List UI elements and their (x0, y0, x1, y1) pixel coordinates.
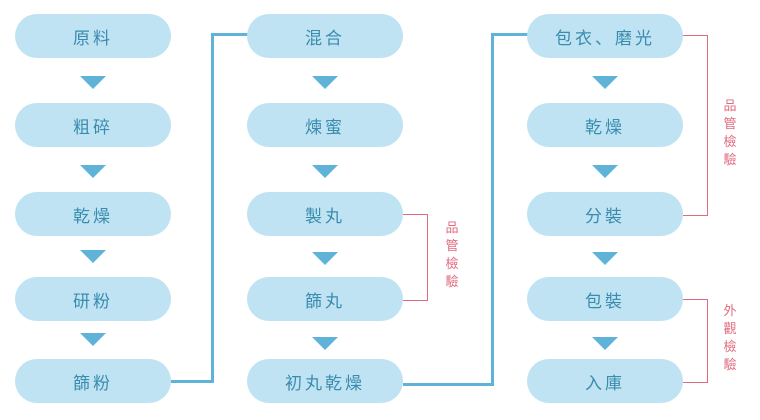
step-sieve-powder: 篩粉 (15, 359, 171, 403)
visual-inspection-label: 外觀檢驗 (723, 304, 737, 373)
step-coarse-crush: 粗碎 (15, 103, 171, 147)
step-pill-making: 製丸 (247, 192, 403, 236)
step-raw-material: 原料 (15, 14, 171, 58)
down-arrow-icon (312, 76, 338, 89)
step-dry: 乾燥 (15, 192, 171, 236)
step-initial-pill-drying: 初丸乾燥 (247, 359, 403, 403)
step-honey-refining: 煉蜜 (247, 103, 403, 147)
qc-label-mid: 品管檢驗 (445, 221, 459, 290)
connector-line (403, 383, 493, 386)
inspection-bracket (683, 35, 708, 216)
down-arrow-icon (592, 337, 618, 350)
step-packaging: 包裝 (527, 277, 683, 321)
down-arrow-icon (312, 337, 338, 350)
qc-label-right: 品管檢驗 (723, 99, 737, 168)
step-mix: 混合 (247, 14, 403, 58)
step-grind: 研粉 (15, 277, 171, 321)
down-arrow-icon (312, 252, 338, 265)
down-arrow-icon (592, 252, 618, 265)
step-dispense: 分裝 (527, 192, 683, 236)
connector-line (491, 33, 494, 386)
inspection-bracket (683, 299, 708, 383)
step-pill-sieving: 篩丸 (247, 277, 403, 321)
down-arrow-icon (312, 165, 338, 178)
inspection-bracket (403, 214, 428, 301)
down-arrow-icon (592, 76, 618, 89)
down-arrow-icon (80, 250, 106, 263)
down-arrow-icon (80, 76, 106, 89)
down-arrow-icon (80, 333, 106, 346)
step-dry-final: 乾燥 (527, 103, 683, 147)
connector-line (491, 33, 529, 36)
connector-line (211, 33, 249, 36)
down-arrow-icon (592, 165, 618, 178)
connector-line (171, 380, 213, 383)
step-warehousing: 入庫 (527, 359, 683, 403)
down-arrow-icon (80, 165, 106, 178)
step-coating-polishing: 包衣、磨光 (527, 14, 683, 58)
connector-line (211, 33, 214, 383)
